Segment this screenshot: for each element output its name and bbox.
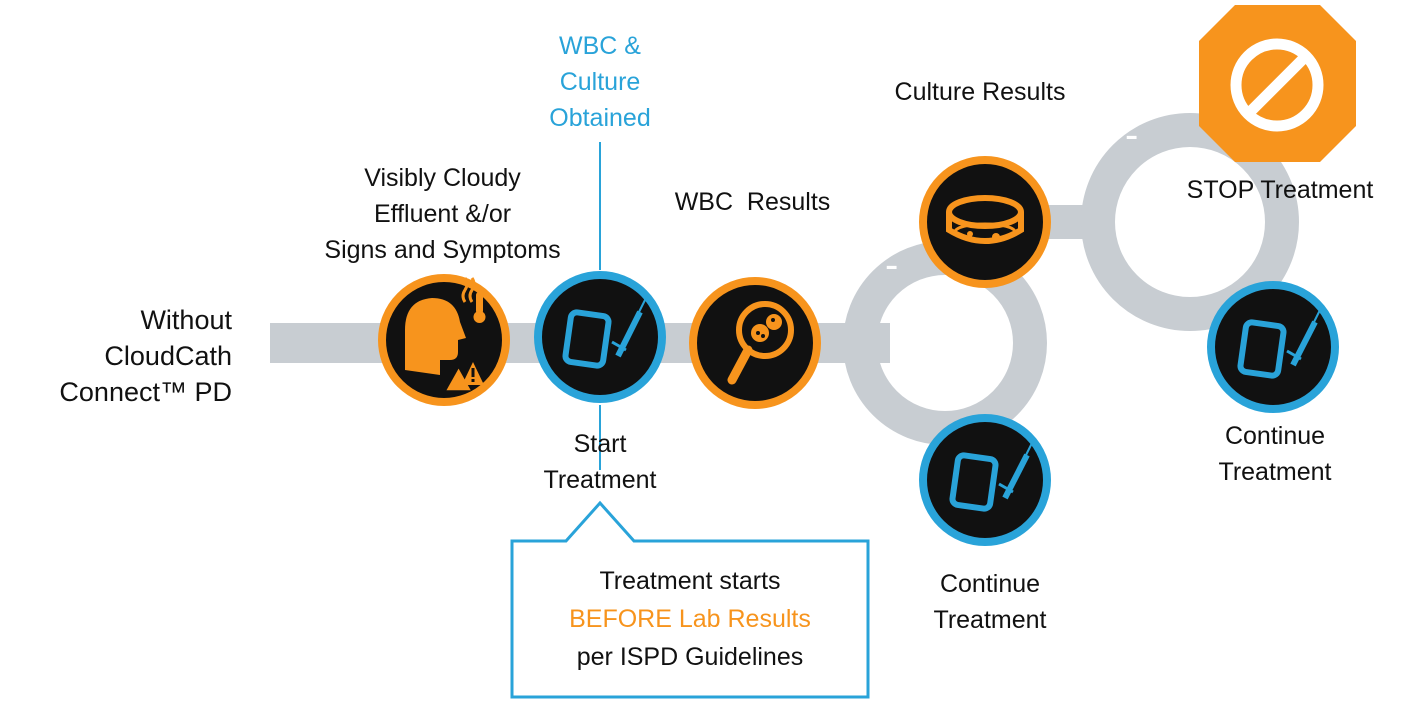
callout-line-2: BEFORE Lab Results <box>569 605 811 633</box>
stop-treatment-label: STOP Treatment <box>1186 176 1374 204</box>
continue-lower-node <box>919 414 1051 546</box>
culture-results-node <box>919 156 1051 288</box>
symptoms-node <box>378 274 510 406</box>
start-treatment-node <box>534 271 666 403</box>
wbc-results-node <box>689 277 821 409</box>
callout-line-1: Treatment starts <box>599 567 781 595</box>
culture-minus-sign: - <box>1125 113 1138 157</box>
continue-lower-label: Continue Treatment <box>933 570 1047 634</box>
callout-box <box>510 500 870 699</box>
symptoms-label: Visibly Cloudy Effluent &/or Signs and S… <box>324 164 561 264</box>
stop-sign-icon <box>1199 5 1356 162</box>
callout-text: Treatment starts BEFORE Lab Results per … <box>512 541 868 697</box>
start-label: Without CloudCath Connect™ PD <box>59 305 232 407</box>
wbc-culture-obtained-label: WBC & Culture Obtained <box>549 32 651 132</box>
iv-bag-syringe-icon <box>949 440 1034 512</box>
iv-bag-syringe-icon <box>1237 307 1322 379</box>
continue-upper-label: Continue Treatment <box>1218 422 1332 486</box>
start-treatment-label: Start Treatment <box>543 430 657 494</box>
iv-bag-syringe-icon <box>562 297 647 369</box>
petri-dish-icon <box>946 195 1024 244</box>
culture-plus-sign: + <box>1112 299 1142 357</box>
continue-upper-node <box>1207 281 1339 413</box>
wbc-results-label: WBC Results <box>674 188 831 216</box>
wbc-plus-sign: + <box>870 412 900 470</box>
culture-results-label: Culture Results <box>894 78 1066 106</box>
culture-branch-ring <box>1081 113 1299 331</box>
magnifier-cells-icon <box>727 301 794 385</box>
callout-line-3: per ISPD Guidelines <box>576 643 804 671</box>
wbc-minus-sign: - <box>885 243 898 287</box>
sick-person-fever-warning-icon <box>405 277 486 391</box>
